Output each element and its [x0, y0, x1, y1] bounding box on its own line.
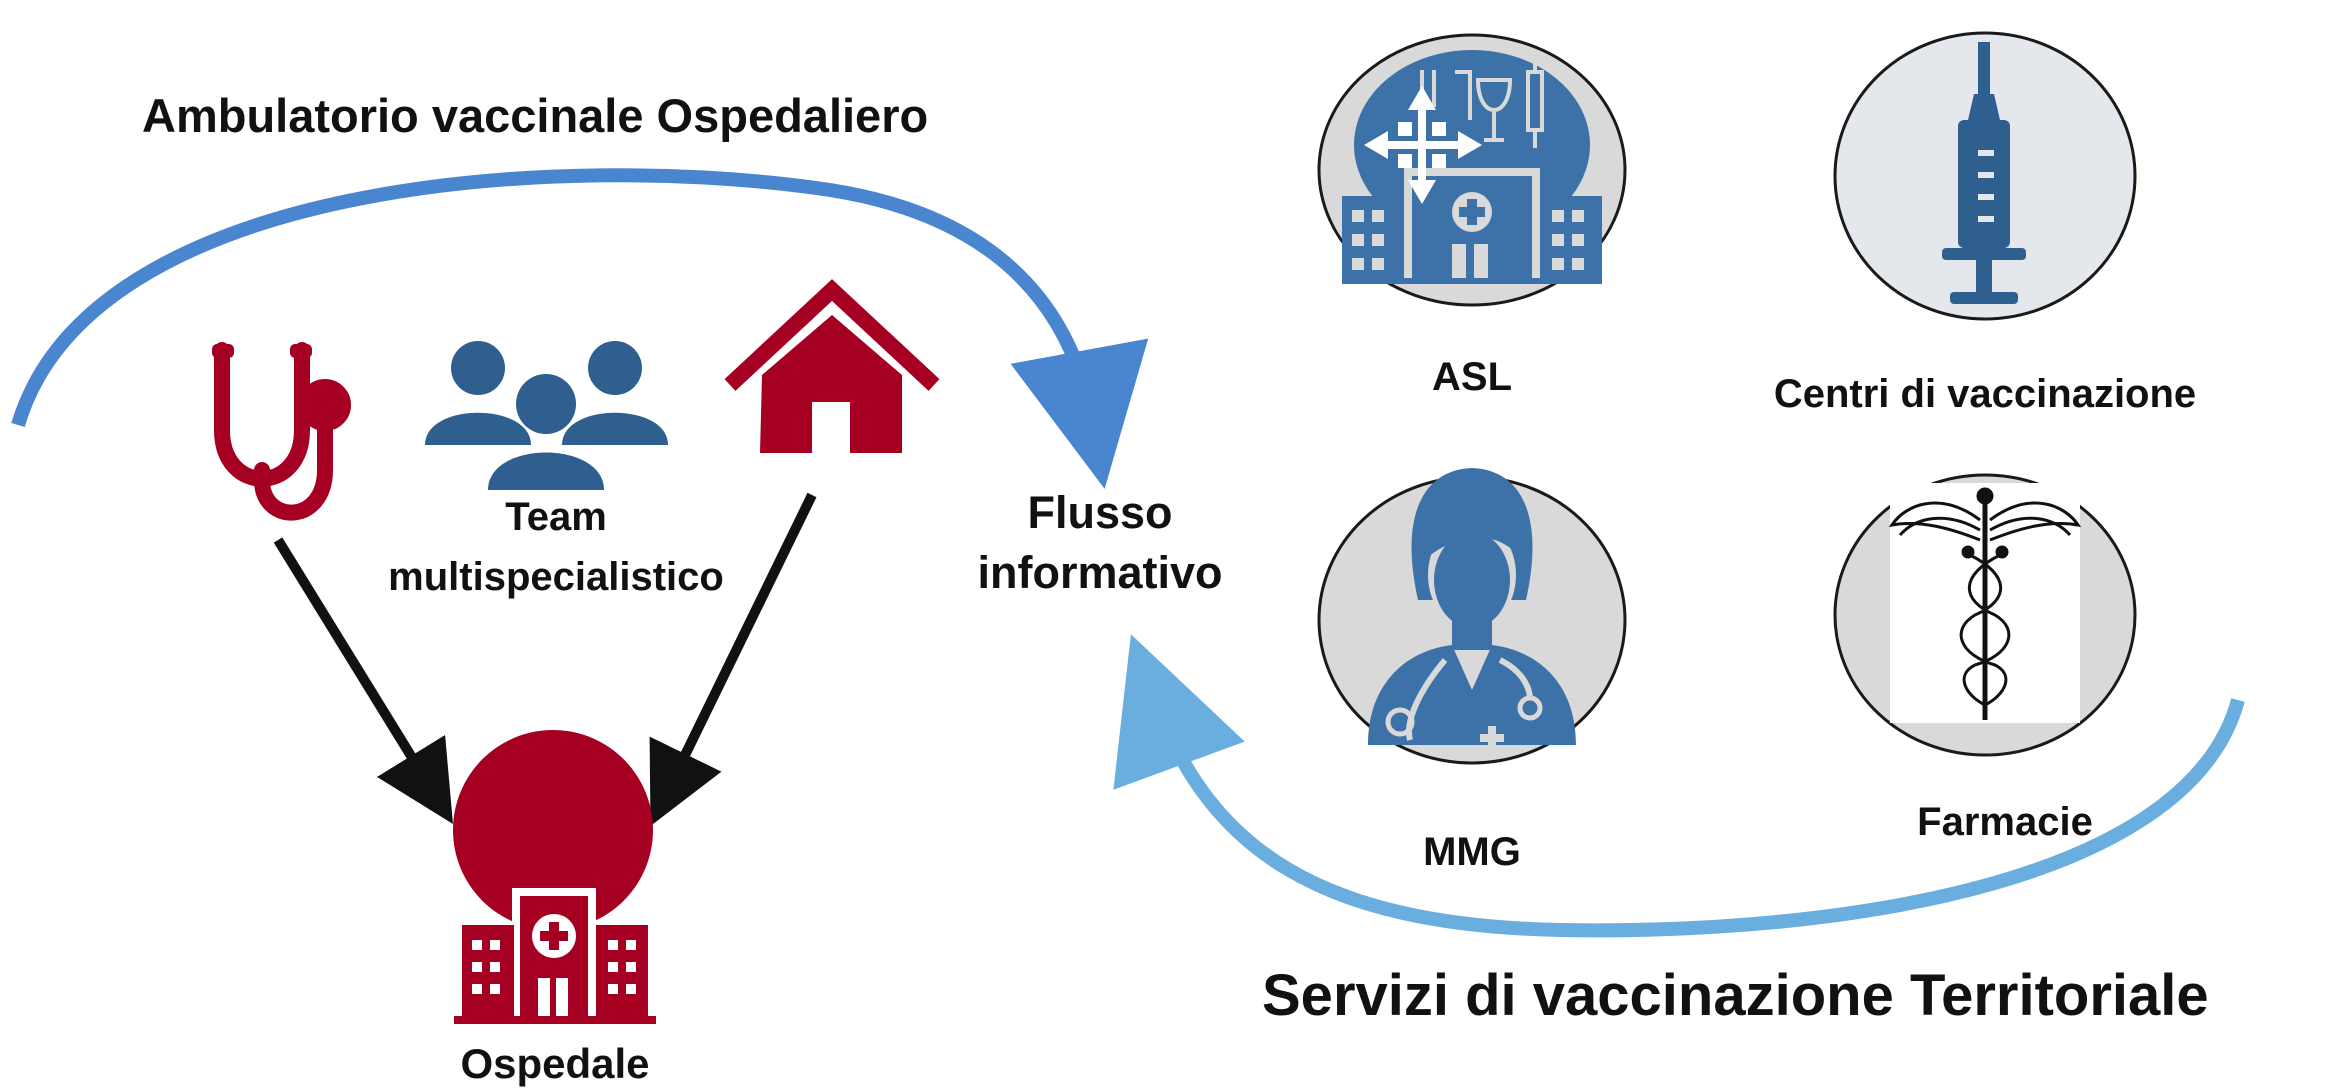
vaccination-centers-circle: [1833, 31, 2137, 321]
service-label-mmg: MMG: [1423, 830, 1521, 874]
flow-arrow-top: [11, 168, 1149, 489]
move-arrows-icon: [1364, 86, 1482, 204]
stethoscope-earpiece-left: [212, 344, 234, 358]
hospital-label: Ospedale: [460, 1040, 650, 1087]
stethoscope-icon: [214, 342, 351, 521]
flow-label-line2: informativo: [977, 547, 1223, 598]
hospital-main-icon: [453, 730, 656, 1024]
arrow-stethoscope-to-hospital: [273, 537, 453, 825]
stethoscope-earpiece-right: [290, 344, 312, 358]
syringe-icon: [1942, 42, 2026, 304]
asl-circle: [1317, 33, 1627, 307]
caduceus-icon: [1888, 487, 2082, 720]
service-label-vaccination-centers: Centri di vaccinazione: [1773, 372, 2197, 416]
team-label-line2: multispecialistico: [388, 555, 724, 599]
team-people-icon: [425, 341, 668, 490]
mmg-circle: [1317, 468, 1627, 765]
hospital-icon: [1342, 50, 1602, 284]
arrow-home-to-hospital: [649, 492, 817, 826]
home-icon: [724, 279, 940, 453]
team-label-line1: Team: [505, 495, 607, 539]
territorial-services-title: Servizi di vaccinazione Territoriale: [1262, 963, 2209, 1028]
hospital-clinic-title: Ambulatorio vaccinale Ospedaliero: [142, 89, 929, 142]
flow-arrow-bottom: [1113, 634, 2245, 938]
pharmacy-circle: [1833, 473, 2137, 757]
service-label-pharmacy: Farmacie: [1917, 800, 2093, 844]
doctor-icon: [1368, 468, 1576, 750]
flow-label-line1: Flusso: [1027, 487, 1173, 538]
service-label-asl: ASL: [1432, 355, 1512, 399]
